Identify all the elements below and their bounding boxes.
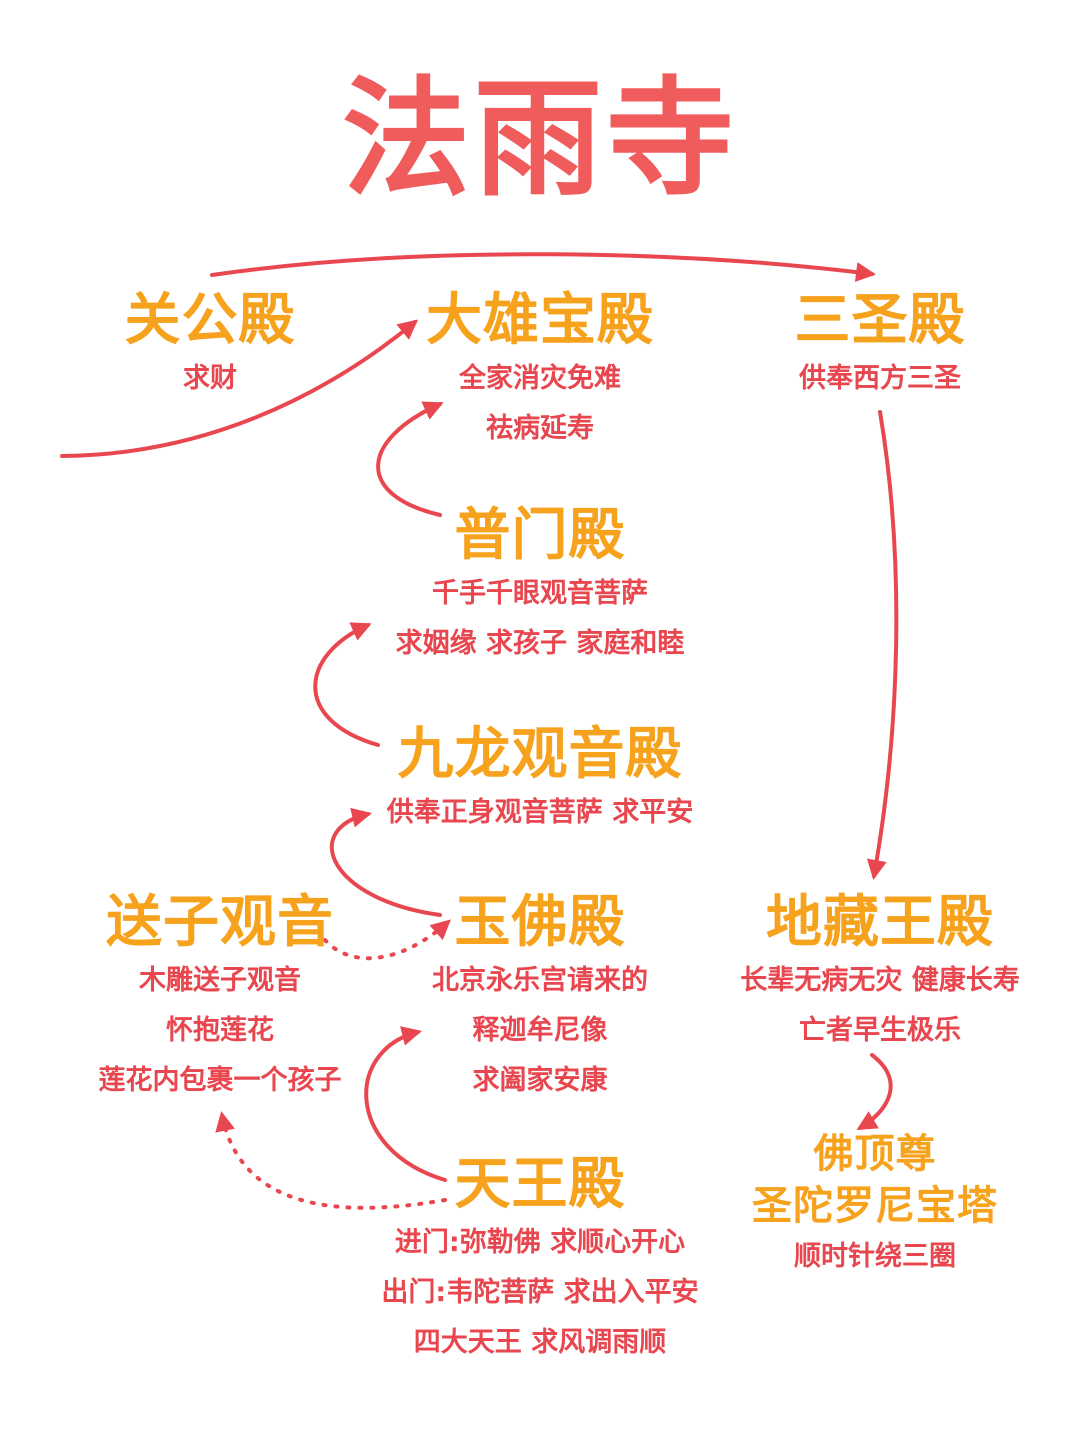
hall-dizang-desc-2: 亡者早生极乐 [799,1015,961,1046]
hall-dizang: 地藏王殿 长辈无病无灾 健康长寿 亡者早生极乐 [710,890,1050,1056]
hall-guangong-name: 关公殿 [124,288,296,353]
hall-pumen-desc-2: 求姻缘 求孩子 家庭和睦 [395,628,685,659]
hall-tianwang-desc-1: 进门:弥勒佛 求顺心开心 [394,1227,686,1258]
arrow-tianwang-to-yufo [364,1026,447,1182]
hall-daxiong-name: 大雄宝殿 [426,288,654,353]
hall-songzi-desc-3: 莲花内包裹一个孩子 [98,1065,342,1096]
hall-tianwang-desc-3: 四大天王 求风调雨顺 [413,1327,667,1358]
arrow-pumen-to-daxiong [376,401,444,517]
hall-jiulong: 九龙观音殿 供奉正身观音菩萨 求平安 [340,722,740,838]
arrow-top-to-sansheng [210,252,876,282]
hall-songzi: 送子观音 木雕送子观音 怀抱莲花 莲花内包裹一个孩子 [60,890,380,1106]
arrow-dizang-to-foding [856,1053,893,1131]
arrow-sansheng-to-dizang [866,410,899,880]
hall-jiulong-desc-1: 供奉正身观音菩萨 求平安 [386,797,694,828]
hall-yufo-desc-2: 释迦牟尼像 [472,1015,608,1046]
hall-daxiong-desc-2: 祛病延寿 [486,413,594,444]
arrow-yufo-to-jiulong [329,807,442,917]
hall-yufo: 玉佛殿 北京永乐宫请来的 释迦牟尼像 求阖家安康 [380,890,700,1106]
hall-guangong-desc-1: 求财 [183,363,237,394]
arrow-songzi-to-yufo [323,919,451,961]
hall-dizang-name: 地藏王殿 [766,890,994,955]
hall-sansheng: 三圣殿 供奉西方三圣 [760,288,1000,404]
hall-tianwang-desc-2: 出门:韦陀菩萨 求出入平安 [381,1277,699,1308]
hall-tianwang: 天王殿 进门:弥勒佛 求顺心开心 出门:韦陀菩萨 求出入平安 四大天王 求风调雨… [340,1152,740,1368]
hall-daxiong-desc-1: 全家消灾免难 [459,363,621,394]
hall-sansheng-desc-1: 供奉西方三圣 [799,363,961,394]
hall-foding: 佛顶尊 圣陀罗尼宝塔 顺时针绕三圈 [730,1128,1020,1282]
hall-pumen-desc-1: 千手千眼观音菩萨 [432,578,648,609]
hall-pumen: 普门殿 千手千眼观音菩萨 求姻缘 求孩子 家庭和睦 [340,503,740,669]
page-title: 法雨寺 [341,65,738,214]
hall-tianwang-name: 天王殿 [454,1152,626,1217]
hall-foding-name: 佛顶尊 [813,1131,937,1177]
hall-sansheng-name: 三圣殿 [794,288,966,353]
hall-yufo-desc-3: 求阖家安康 [472,1065,608,1096]
hall-songzi-name: 送子观音 [106,890,334,955]
hall-yufo-name: 玉佛殿 [454,890,626,955]
hall-guangong: 关公殿 求财 [110,288,310,404]
hall-songzi-desc-1: 木雕送子观音 [139,965,301,996]
hall-tuoluoni-desc-1: 顺时针绕三圈 [794,1241,956,1272]
arrow-jiulong-to-pumen [313,622,380,747]
hall-daxiong: 大雄宝殿 全家消灾免难 祛病延寿 [390,288,690,454]
hall-songzi-desc-2: 怀抱莲花 [166,1015,274,1046]
hall-dizang-desc-1: 长辈无病无灾 健康长寿 [740,965,1020,996]
hall-tuoluoni-name: 圣陀罗尼宝塔 [752,1183,998,1229]
hall-pumen-name: 普门殿 [454,503,626,568]
hall-yufo-desc-1: 北京永乐宫请来的 [432,965,648,996]
hall-jiulong-name: 九龙观音殿 [397,722,683,787]
arrow-left-to-daxiong [60,319,419,458]
